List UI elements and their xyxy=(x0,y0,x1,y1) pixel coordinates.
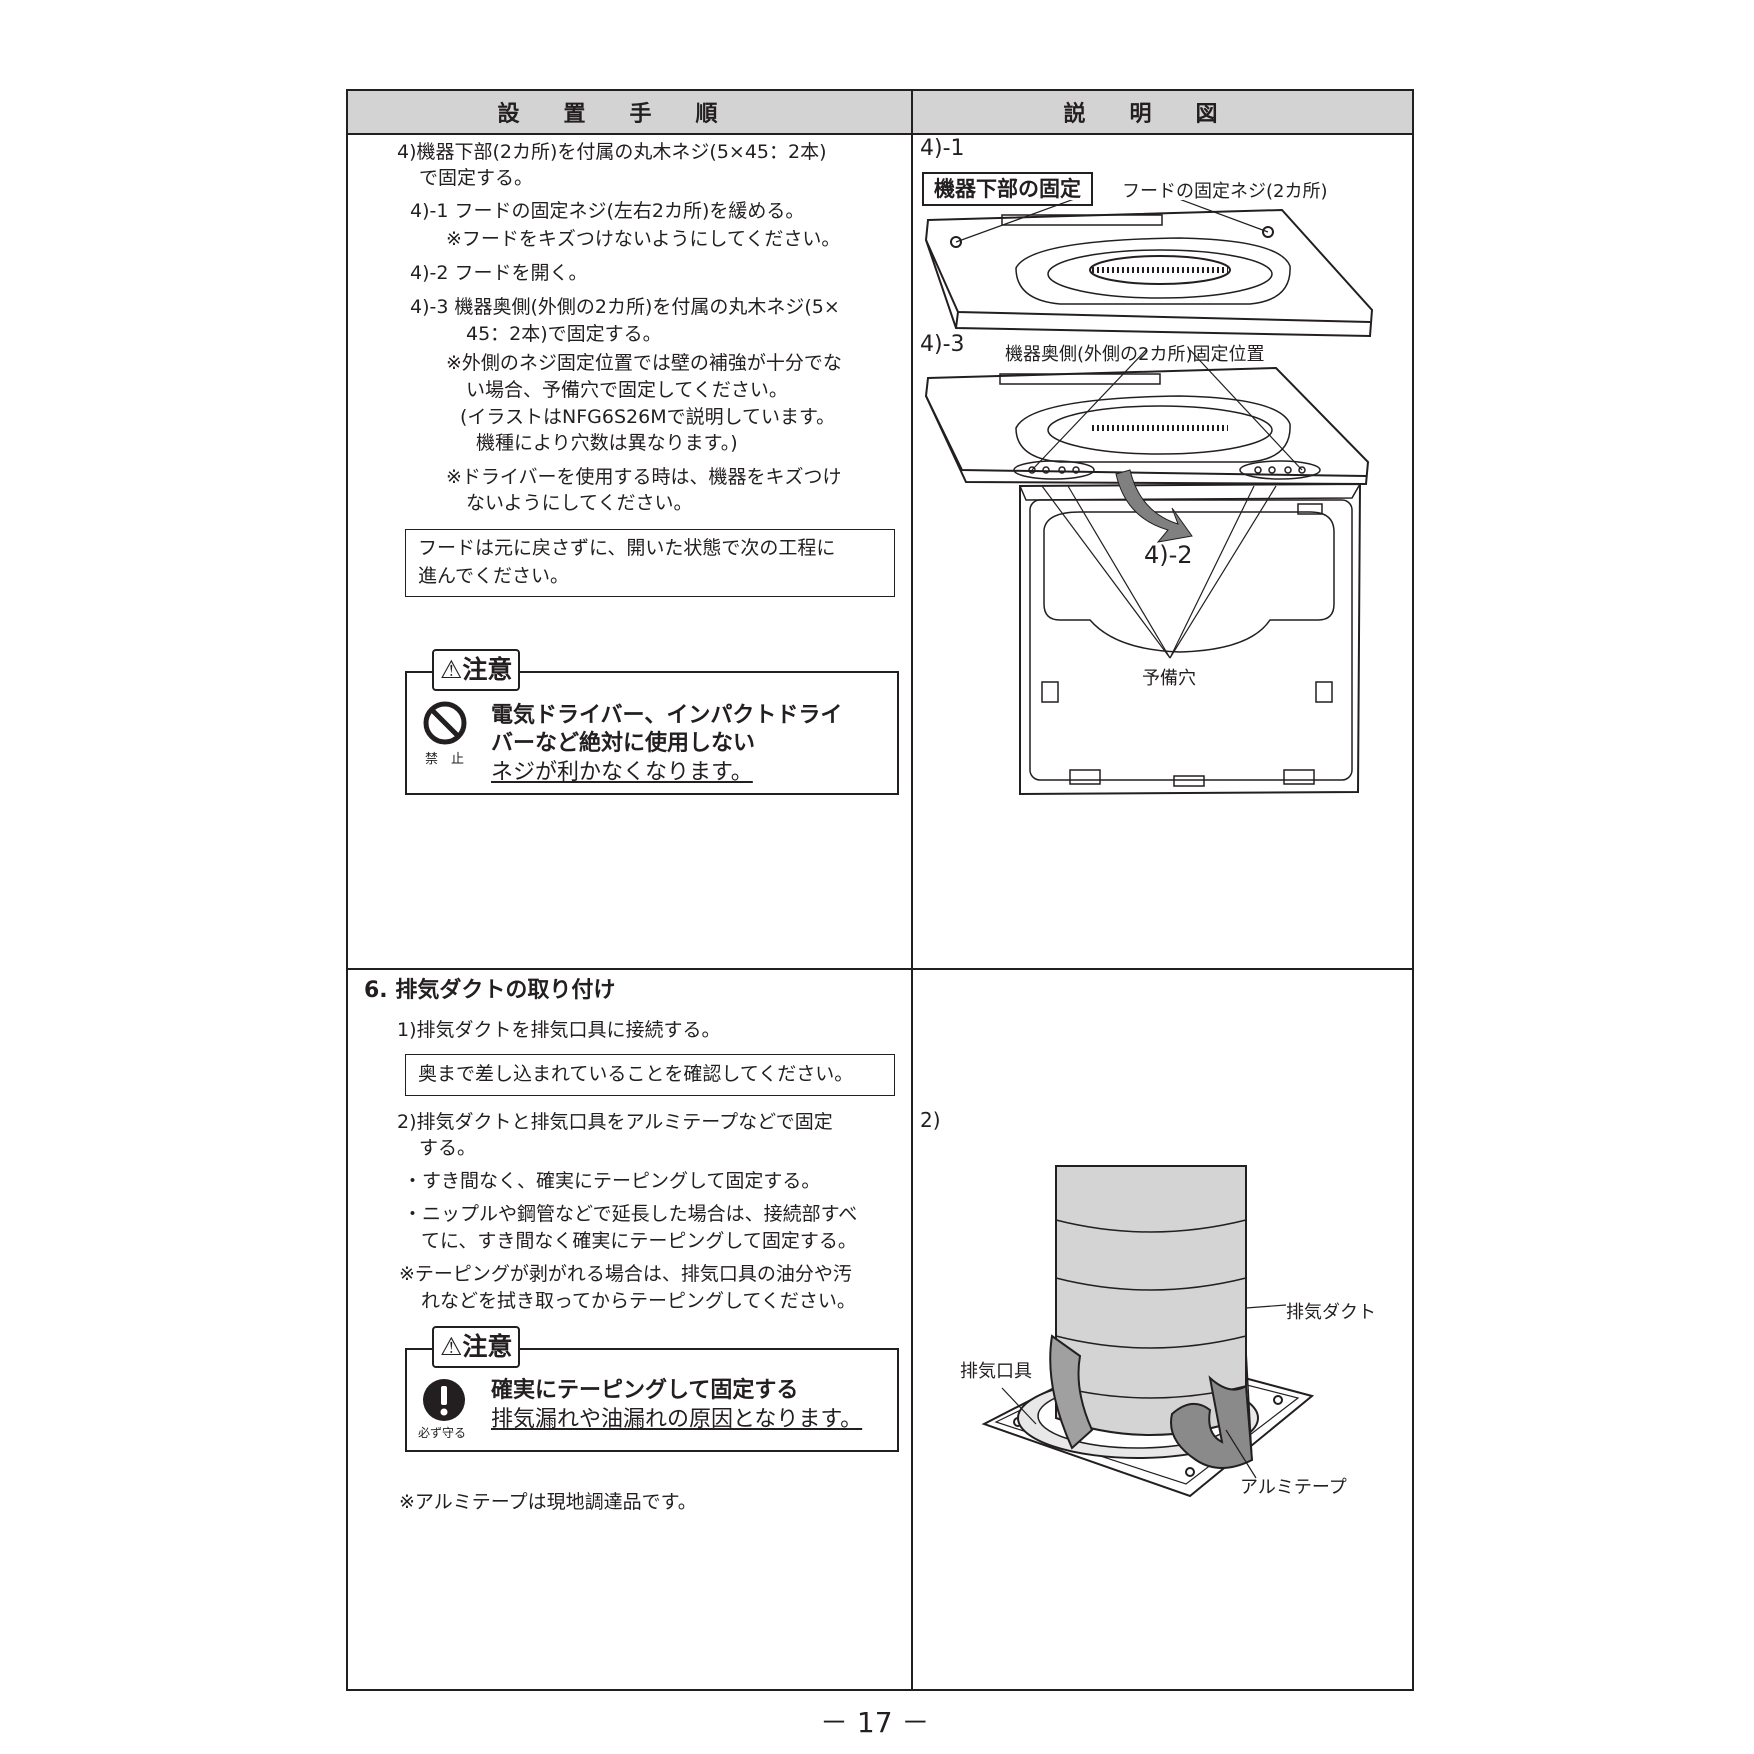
figure-label-4-2: 4)-2 xyxy=(1144,541,1193,569)
caution-1-heading-line2: バーなど絶対に使用しない xyxy=(491,731,756,756)
step4-3-note3: (イラストはNFG6S26Mで説明しています。 xyxy=(460,406,836,428)
figure-label-2: 2) xyxy=(920,1108,941,1132)
exclamation-icon xyxy=(423,1379,465,1421)
step4-1: 4)-1 フードの固定ネジ(左右2カ所)を緩める。 xyxy=(410,200,805,222)
step6-note1: ※テーピングが剥がれる場合は、排気口具の油分や汚 xyxy=(399,1263,852,1285)
spare-hole-label: 予備穴 xyxy=(1142,668,1196,689)
step4-3-note4: 機種により穴数は異なります。) xyxy=(476,432,738,454)
caution-1-heading-line1: 電気ドライバー、インパクトドライ xyxy=(491,703,843,728)
column-divider xyxy=(911,91,913,1689)
insert-confirm-notice: 奥まで差し込まれていることを確認してください。 xyxy=(405,1054,895,1096)
step6-bullet1: ・すき間なく、確実にテーピングして固定する。 xyxy=(403,1170,821,1192)
caution-title-2: ⚠注意 xyxy=(432,1326,521,1368)
caution-1-reason: ネジが利かなくなります。 xyxy=(491,760,753,785)
step4-3-note1: ※外側のネジ固定位置では壁の補強が十分でな xyxy=(446,352,842,374)
step4-3: 4)-3 機器奥側(外側の2カ所)を付属の丸木ネジ(5× xyxy=(410,296,840,318)
step6-2: 2)排気ダクトと排気口具をアルミテープなどで固定 xyxy=(397,1111,833,1133)
step6-bullet2: ・ニップルや鋼管などで延長した場合は、接続部すべ xyxy=(403,1203,858,1225)
step6-bullet2-cont: てに、すき間なく確実にテーピングして固定する。 xyxy=(421,1230,857,1252)
step4-title-cont: で固定する。 xyxy=(419,167,534,189)
caution-2-reason: 排気漏れや油漏れの原因となります。 xyxy=(491,1407,863,1432)
header-illustration: 説明図 xyxy=(913,91,1412,135)
row-divider xyxy=(348,968,1412,970)
page-number: － 17 － xyxy=(820,1706,930,1739)
step6-note1-cont: れなどを拭き取ってからテーピングしてください。 xyxy=(421,1290,856,1312)
figure-label-4-1: 4)-1 xyxy=(920,136,965,161)
caution-box-2 xyxy=(405,1348,899,1452)
caution-2-heading: 確実にテーピングして固定する xyxy=(491,1378,799,1403)
header-procedure: 設置手順 xyxy=(348,91,911,135)
prohibited-label: 禁 止 xyxy=(425,752,465,767)
fix-title-box: 機器下部の固定 xyxy=(922,172,1093,206)
step4-3-note2: い場合、予備穴で固定してください。 xyxy=(466,379,788,401)
must-follow-label: 必ず守る xyxy=(418,1426,467,1440)
step6-1: 1)排気ダクトを排気口具に接続する。 xyxy=(397,1019,721,1041)
hood-open-notice-line2: 進んでください。 xyxy=(418,565,570,587)
figure-label-4-3: 4)-3 xyxy=(920,332,965,357)
duct-label: 排気ダクト xyxy=(1286,1302,1376,1323)
step4-3-cont: 45：2本)で固定する。 xyxy=(466,323,662,345)
hood-open-notice: フードは元に戻さずに、開いた状態で次の工程に 進んでください。 xyxy=(405,529,895,597)
step4-title: 4)機器下部(2カ所)を付属の丸木ネジ(5×45：2本) xyxy=(397,141,827,163)
hood-open-notice-line1: フードは元に戻さずに、開いた状態で次の工程に xyxy=(418,537,836,559)
outlet-label: 排気口具 xyxy=(960,1361,1032,1382)
aluminum-tape-note: ※アルミテープは現地調達品です。 xyxy=(399,1491,697,1513)
tape-label: アルミテープ xyxy=(1240,1477,1347,1498)
instruction-table: 設置手順 説明図 xyxy=(346,89,1414,1691)
step4-3-note5: ※ドライバーを使用する時は、機器をキズつけ xyxy=(446,466,842,488)
step4-3-note6: ないようにしてください。 xyxy=(466,492,693,514)
step6-title: 6. 排気ダクトの取り付け xyxy=(364,978,616,1003)
caution-box-1 xyxy=(405,671,899,795)
step4-1-note: ※フードをキズつけないようにしてください。 xyxy=(446,228,841,250)
prohibited-icon xyxy=(423,701,467,745)
range-hood-bottom-illustration xyxy=(924,200,1374,796)
hood-screw-label: フードの固定ネジ(2カ所) xyxy=(1122,181,1328,202)
step6-2-cont: する。 xyxy=(419,1137,477,1159)
caution-title-1: ⚠注意 xyxy=(432,649,521,691)
exhaust-duct-illustration xyxy=(981,1165,1315,1498)
step4-2: 4)-2 フードを開く。 xyxy=(410,262,588,284)
